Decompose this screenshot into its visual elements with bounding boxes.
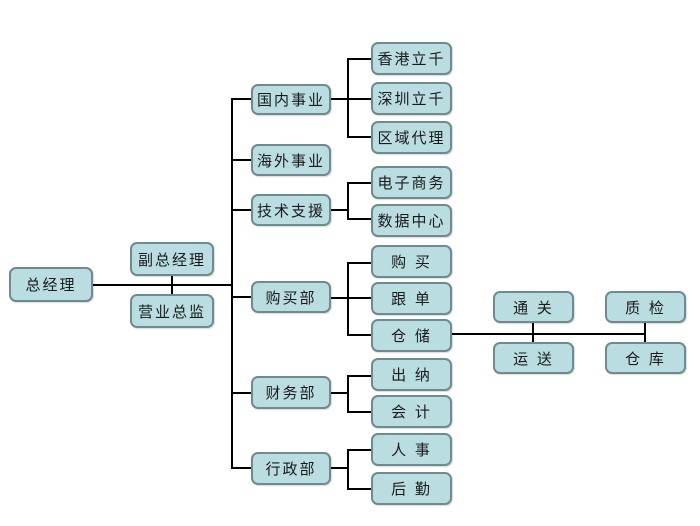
connector	[347, 218, 371, 220]
node-customs: 通 关	[493, 291, 574, 323]
node-overseas: 海外事业	[251, 144, 331, 176]
connector	[331, 98, 349, 100]
connector	[347, 136, 371, 138]
connector	[231, 209, 251, 211]
node-qc: 质 检	[605, 291, 686, 323]
node-hr: 人 事	[371, 433, 452, 466]
node-hk: 香港立千	[371, 42, 452, 75]
connector	[347, 449, 371, 451]
connector	[347, 98, 371, 100]
connector	[452, 333, 646, 335]
node-domestic: 国内事业	[251, 84, 331, 115]
node-ceo: 总经理	[9, 267, 93, 302]
node-sz: 深圳立千	[371, 82, 452, 115]
connector	[347, 58, 371, 60]
node-follow-up: 跟 单	[371, 282, 452, 315]
connector	[347, 375, 349, 412]
connector	[231, 467, 251, 469]
connector	[231, 159, 251, 161]
node-accounting: 会 计	[371, 395, 452, 428]
node-logistics: 后 勤	[371, 472, 452, 505]
connector	[93, 284, 232, 286]
node-transport: 运 送	[493, 342, 574, 374]
connector	[347, 411, 371, 413]
connector	[231, 98, 233, 468]
connector	[347, 182, 349, 220]
node-purchasing-dept: 购买部	[251, 281, 331, 313]
node-warehouse: 仓 库	[605, 342, 686, 374]
connector	[347, 488, 371, 490]
connector	[231, 392, 251, 394]
node-tech-support: 技术支援	[251, 194, 331, 226]
connector	[331, 209, 349, 211]
connector	[331, 467, 349, 469]
node-admin-dept: 行政部	[251, 452, 331, 485]
node-sales-director: 营业总监	[130, 294, 214, 328]
node-purchase: 购 买	[371, 245, 452, 278]
connector	[347, 262, 371, 264]
node-data-center: 数据中心	[371, 204, 452, 237]
connector	[171, 276, 173, 294]
connector	[347, 334, 371, 336]
connector	[532, 322, 534, 344]
connector	[347, 297, 371, 299]
node-regional-agent: 区域代理	[371, 121, 452, 154]
connector	[347, 375, 371, 377]
node-warehousing: 仓 储	[371, 319, 452, 352]
connector	[644, 322, 646, 344]
connector	[347, 182, 371, 184]
connector	[347, 58, 349, 137]
node-cashier: 出 纳	[371, 358, 452, 391]
connector	[331, 297, 349, 299]
node-vp: 副总经理	[130, 242, 214, 276]
node-finance-dept: 财务部	[251, 376, 331, 409]
connector	[347, 449, 349, 489]
connector	[231, 98, 251, 100]
connector	[231, 296, 251, 298]
connector	[331, 392, 349, 394]
node-ecommerce: 电子商务	[371, 166, 452, 199]
